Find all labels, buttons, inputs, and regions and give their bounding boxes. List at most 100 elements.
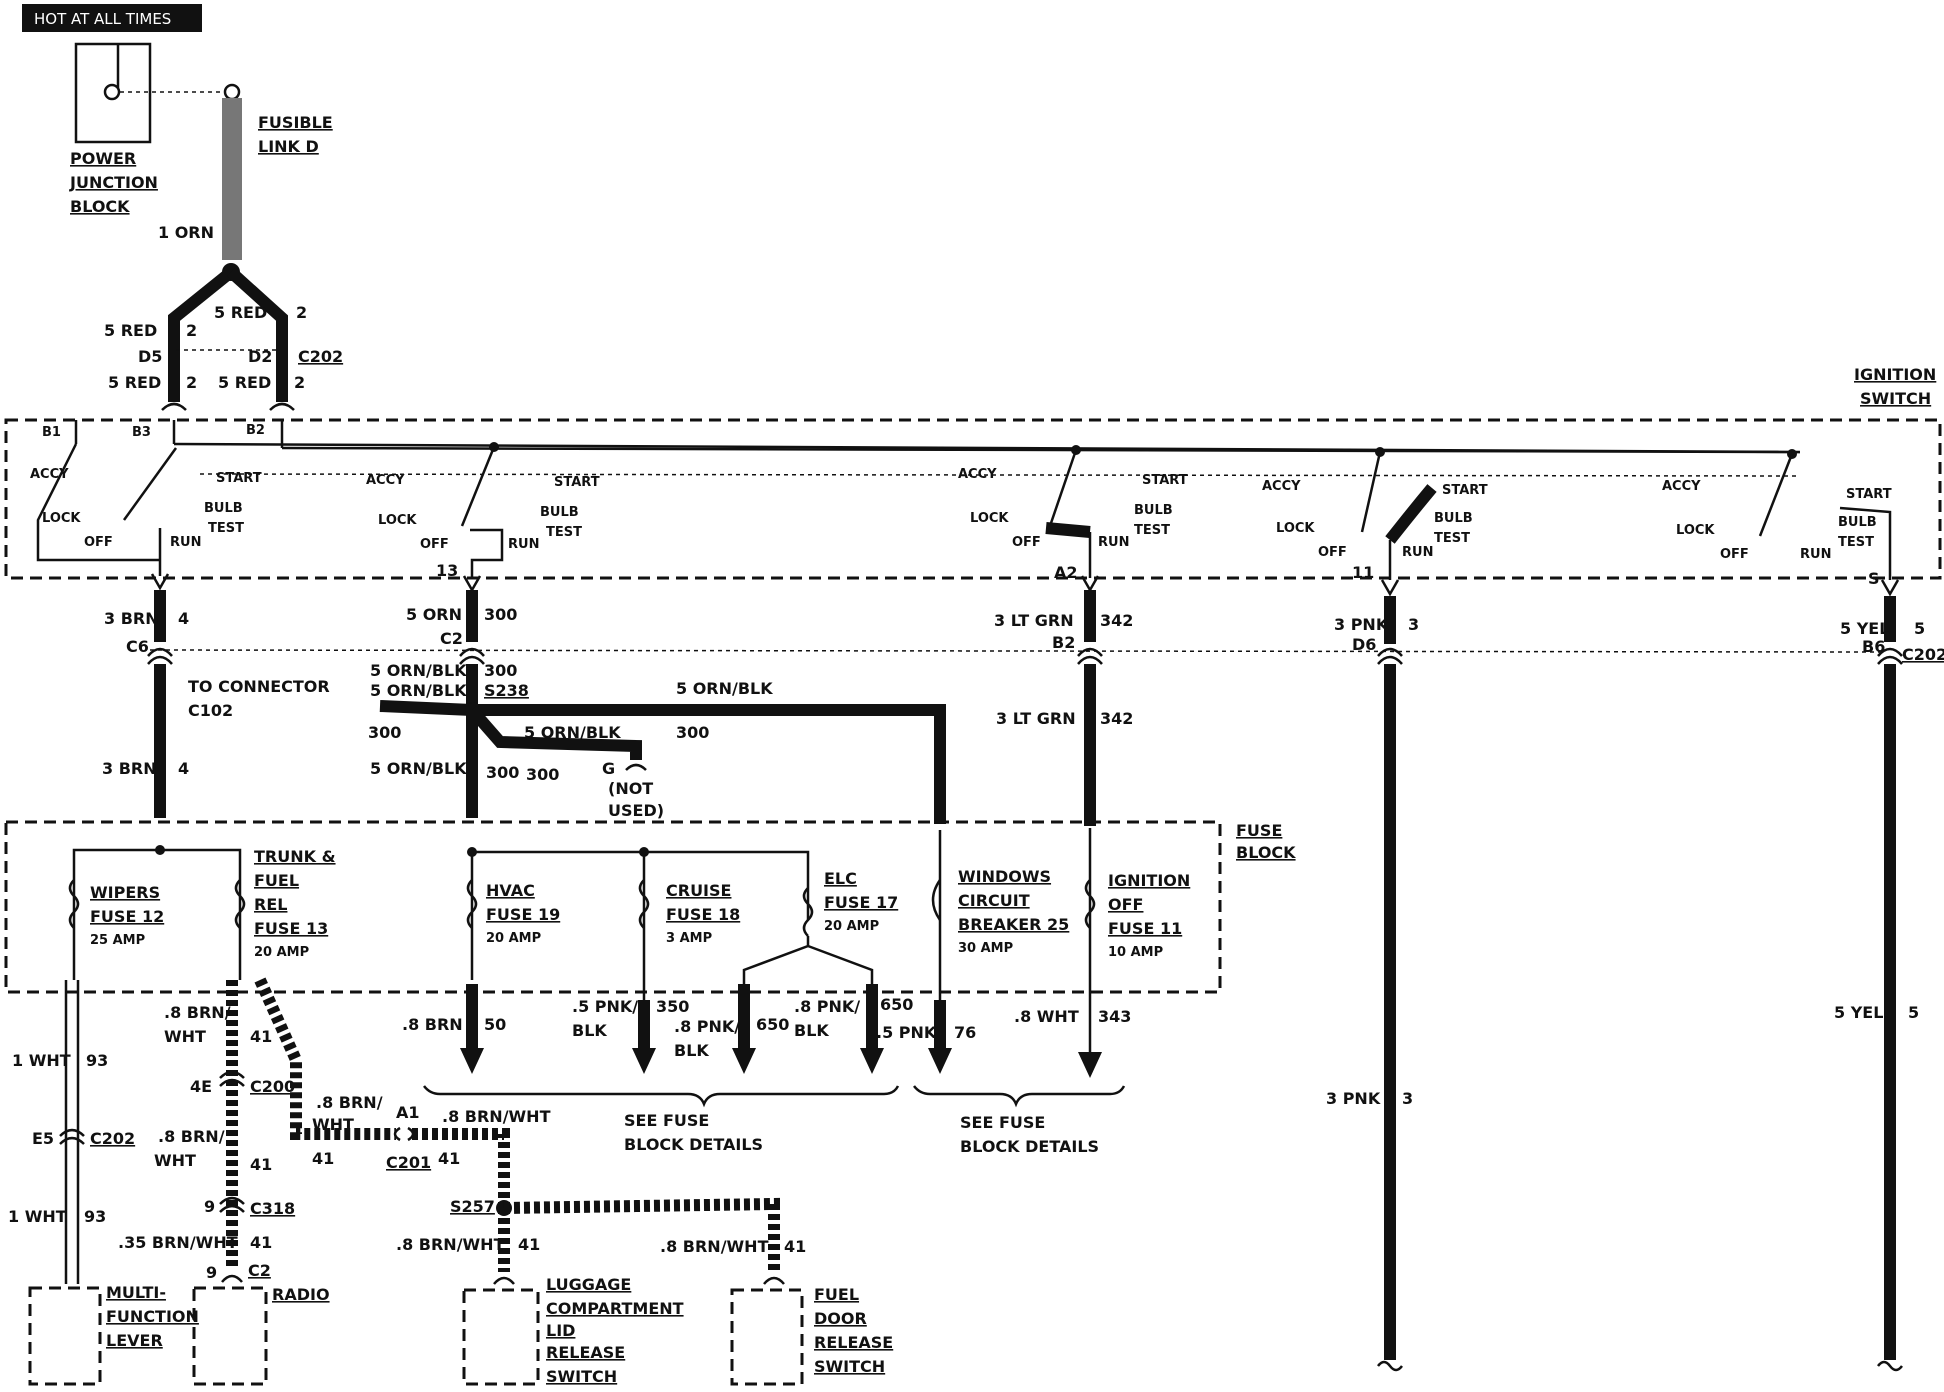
- low-c201: C201: [386, 1153, 431, 1172]
- out-n650a: 650: [756, 1015, 789, 1034]
- windows-1: WINDOWS: [958, 867, 1051, 886]
- fuse-hvac-label: HVAC FUSE 19 20 AMP: [486, 881, 560, 946]
- sw1-run: RUN: [170, 535, 201, 550]
- low-w41b1: .8 BRN/: [158, 1127, 225, 1146]
- low-n41g: 41: [518, 1235, 540, 1254]
- c300-down-wire: 5 ORN/BLK: [370, 759, 467, 778]
- sw5-lock: LOCK: [1676, 523, 1715, 538]
- c342-wire-2: 3 LT GRN: [996, 709, 1076, 728]
- c3-num: 3: [1408, 615, 1419, 634]
- fuse-wipers-label: WIPERS FUSE 12 25 AMP: [90, 883, 164, 948]
- sw4-start: START: [1442, 483, 1488, 498]
- splice-s238: S238: [484, 681, 529, 700]
- ign-b2: B2: [246, 423, 265, 438]
- out-n50: 50: [484, 1015, 506, 1034]
- out-n650b: 650: [880, 995, 913, 1014]
- sw1-bulb: BULB: [204, 501, 243, 516]
- low-c318: C318: [250, 1199, 295, 1218]
- low-w93: 1 WHT: [12, 1051, 71, 1070]
- ignition-switch-box: [4, 418, 1942, 580]
- fuse-ign-3: FUSE 11: [1108, 919, 1182, 938]
- low-w41c: .35 BRN/WHT: [118, 1233, 238, 1252]
- feed-pin-2: 2: [296, 303, 307, 322]
- low-w41a2: WHT: [164, 1027, 206, 1046]
- c300-num: 300: [484, 605, 517, 624]
- luggage-3: LID: [546, 1321, 575, 1340]
- out-n350: 350: [656, 997, 689, 1016]
- ignition-switch-section-5: ACCY LOCK OFF RUN START BULB TEST S: [1662, 453, 1892, 588]
- multi-1: MULTI-: [106, 1283, 166, 1302]
- sw3-run: RUN: [1098, 535, 1129, 550]
- fuse-trunk-3: REL: [254, 895, 287, 914]
- see-fuse-2b: BLOCK DETAILS: [960, 1137, 1099, 1156]
- feed-left-lower-pin: 2: [186, 373, 197, 392]
- lower-wiring: 1 WHT 93 E5 C202 1 WHT 93 .8 BRN/ WHT 41…: [8, 977, 806, 1285]
- fusible-link-label-2: LINK D: [258, 137, 319, 156]
- fuel-door-release-switch-box: [730, 1288, 804, 1386]
- sw3-accy: ACCY: [958, 467, 997, 482]
- c4-conn: C6: [126, 637, 149, 656]
- power-junction-label-1: POWER: [70, 149, 136, 168]
- fuse-block-title-1: FUSE: [1236, 821, 1282, 840]
- feed-center-wire: 5 RED: [214, 303, 267, 322]
- fuse-trunk-label: TRUNK & FUEL REL FUSE 13 20 AMP: [254, 847, 336, 960]
- low-s257: S257: [450, 1197, 495, 1216]
- low-c202: C202: [90, 1129, 135, 1148]
- feed-left-upper-wire: 5 RED: [104, 321, 157, 340]
- sw3-start: START: [1142, 473, 1188, 488]
- sw4-bulb: BULB: [1434, 511, 1473, 526]
- g-label: G: [602, 759, 615, 778]
- c5-conn: C202: [1902, 645, 1944, 664]
- sw2-out-13: 13: [436, 561, 458, 580]
- c300-g-num: 300: [526, 765, 559, 784]
- fuse-hvac-2: FUSE 19: [486, 905, 560, 924]
- low-n41a: 41: [250, 1027, 272, 1046]
- sw1-off: OFF: [84, 535, 113, 550]
- power-junction-block: [74, 42, 152, 144]
- windows-2: CIRCUIT: [958, 891, 1030, 910]
- fuse-hvac-3: 20 AMP: [486, 931, 541, 946]
- power-junction-label-3: BLOCK: [70, 197, 130, 216]
- sw1-test: TEST: [208, 521, 244, 536]
- c3-wire-2: 3 PNK: [1326, 1089, 1381, 1108]
- c3-num-2: 3: [1402, 1089, 1413, 1108]
- sw2-run: RUN: [508, 537, 539, 552]
- low-w41g: .8 BRN/WHT: [396, 1235, 505, 1254]
- c300-wire: 5 ORN: [406, 605, 462, 624]
- c300-conn: C2: [440, 629, 463, 648]
- sw3-out-a2: A2: [1054, 563, 1078, 582]
- see-fuse-1a: SEE FUSE: [624, 1111, 709, 1130]
- low-c200: C200: [250, 1077, 295, 1096]
- low-c2-pin: 9: [206, 1263, 217, 1282]
- c4-num: 4: [178, 609, 189, 628]
- see-fuse-1b: BLOCK DETAILS: [624, 1135, 763, 1154]
- fuse-11-symbol: [1084, 879, 1096, 929]
- power-junction-label-2: JUNCTION: [69, 173, 158, 192]
- feed-left-pin: 2: [186, 321, 197, 340]
- c300-left: 300: [368, 723, 401, 742]
- feed-right-lower-wire: 5 RED: [218, 373, 271, 392]
- ign-b1: B1: [42, 425, 61, 440]
- fuel-1: FUEL: [814, 1285, 859, 1304]
- sw5-test: TEST: [1838, 535, 1874, 550]
- fuse-trunk-5: 20 AMP: [254, 945, 309, 960]
- sw2-accy: ACCY: [366, 473, 405, 488]
- ignition-switch-title-1: IGNITION: [1854, 365, 1936, 384]
- fusible-link-label-1: FUSIBLE: [258, 113, 333, 132]
- see-fuse-2a: SEE FUSE: [960, 1113, 1045, 1132]
- sw4-lock: LOCK: [1276, 521, 1315, 536]
- low-n93b: 93: [84, 1207, 106, 1226]
- out-w650b2: BLK: [794, 1021, 829, 1040]
- out-w350b: BLK: [572, 1021, 607, 1040]
- sw5-accy: ACCY: [1662, 479, 1701, 494]
- fuse-trunk-1: TRUNK &: [254, 847, 336, 866]
- c5-num: 5: [1914, 619, 1925, 638]
- sw5-out-s: S: [1868, 569, 1880, 588]
- fuse-hvac-1: HVAC: [486, 881, 535, 900]
- sw3-off: OFF: [1012, 535, 1041, 550]
- to-connector-2: C102: [188, 701, 233, 720]
- ignition-switch-title-2: SWITCH: [1860, 389, 1931, 408]
- sw4-off: OFF: [1318, 545, 1347, 560]
- luggage-2: COMPARTMENT: [546, 1299, 684, 1318]
- c342-num: 342: [1100, 611, 1133, 630]
